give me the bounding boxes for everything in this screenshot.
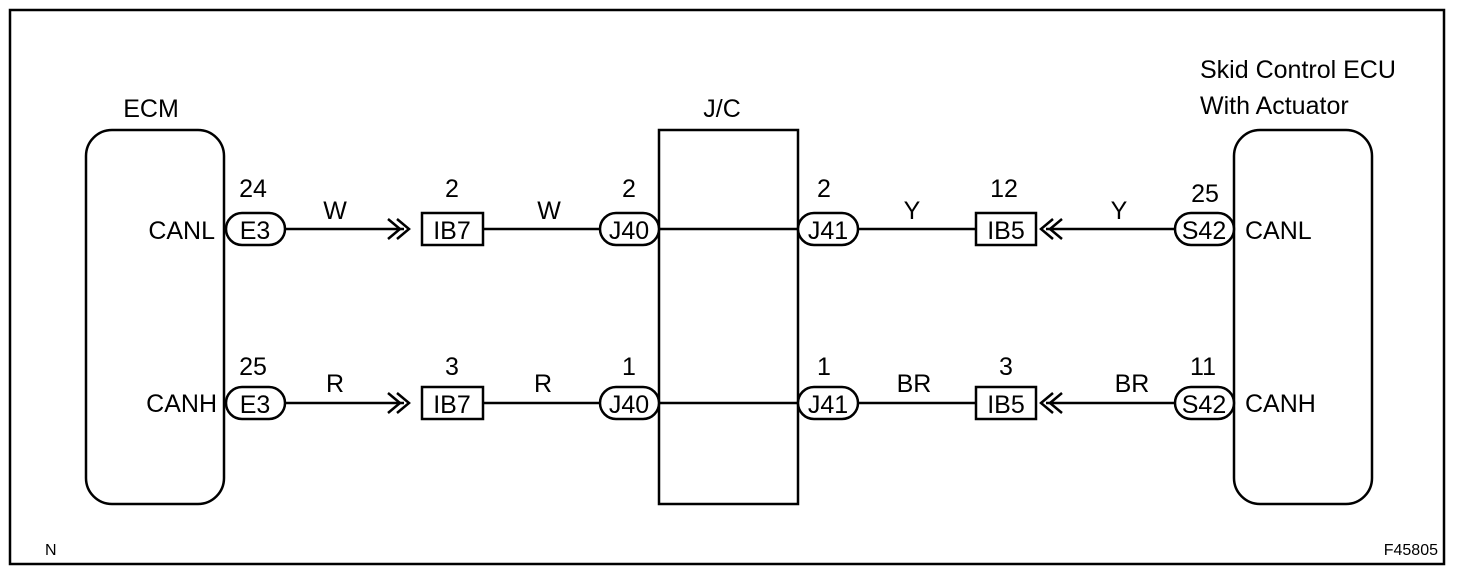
top-j41-connector: [796, 211, 860, 247]
bottom-j40-label: J40: [609, 391, 649, 419]
ecm-canh-label: CANH: [146, 390, 217, 418]
bottom-circuit: E3 25 R IB7 3 R J40 1 J41 1 BR IB5 3 BR …: [224, 353, 1236, 421]
top-j40-label: J40: [609, 217, 649, 245]
bottom-skid-s42-label: S42: [1182, 391, 1226, 419]
top-skid-s42-label: S42: [1182, 217, 1226, 245]
bottom-ecm-e3-connector: [224, 385, 287, 421]
top-ib5-label: IB5: [987, 217, 1025, 245]
skid-canl-label: CANL: [1245, 217, 1312, 245]
ecm-body: [84, 128, 226, 506]
top-ecm-pin: 24: [239, 175, 267, 203]
jc-body: [657, 128, 800, 506]
bottom-ib7-connector: [420, 385, 485, 421]
bottom-ib5-label: IB5: [987, 391, 1025, 419]
bottom-ecm-e3-label: E3: [240, 391, 271, 419]
bottom-ib7-label: IB7: [433, 391, 471, 419]
bottom-wire1-color: R: [326, 370, 344, 398]
top-ib7-male-terminal: [387, 218, 411, 240]
bottom-ecm-pin: 25: [239, 353, 267, 381]
top-j40-connector: [598, 211, 661, 247]
top-ib7-connector: [420, 211, 485, 247]
top-ib5-connector: [974, 211, 1038, 247]
top-wire4-color: Y: [1111, 197, 1128, 225]
bottom-wire3-color: BR: [897, 370, 932, 398]
top-skid-s42-connector: [1173, 211, 1236, 247]
bottom-ib5-connector: [974, 385, 1038, 421]
figure-id: F45805: [1384, 542, 1438, 559]
top-circuit: E3 24 W IB7 2 W J40 2 J41 2 Y IB5 12 Y S…: [224, 175, 1236, 247]
bottom-j41-label: J41: [808, 391, 848, 419]
top-wire3-color: Y: [904, 197, 921, 225]
bottom-ib7-pin: 3: [445, 353, 459, 381]
bottom-skid-pin: 11: [1190, 353, 1216, 381]
top-wire2-color: W: [537, 197, 561, 225]
top-ib5-pin: 12: [990, 175, 1018, 203]
bottom-wire2-color: R: [534, 370, 552, 398]
top-ib7-label: IB7: [433, 217, 471, 245]
jc-title: J/C: [703, 95, 741, 123]
top-ecm-e3-connector: [224, 211, 287, 247]
footer-left-mark: N: [45, 542, 57, 559]
top-j41-pin: 2: [817, 175, 831, 203]
top-wire1-color: W: [323, 197, 347, 225]
skid-ecu-title-line1: Skid Control ECU: [1200, 56, 1396, 84]
bottom-ib7-male-terminal: [387, 392, 411, 414]
bottom-j41-pin: 1: [817, 353, 831, 381]
top-skid-pin: 25: [1191, 180, 1219, 208]
skid-ecu-body: [1232, 128, 1374, 506]
skid-ecu-title-line2: With Actuator: [1200, 92, 1349, 120]
bottom-j40-connector: [598, 385, 661, 421]
top-j40-pin: 2: [622, 175, 636, 203]
bottom-j40-pin: 1: [622, 353, 636, 381]
top-j41-label: J41: [808, 217, 848, 245]
skid-canh-label: CANH: [1245, 390, 1316, 418]
top-ib7-pin: 2: [445, 175, 459, 203]
ecm-title: ECM: [123, 95, 179, 123]
bottom-ib5-pin: 3: [999, 353, 1013, 381]
top-ecm-e3-label: E3: [240, 217, 271, 245]
bottom-wire4-color: BR: [1115, 370, 1150, 398]
bottom-skid-s42-connector: [1173, 385, 1236, 421]
bottom-j41-connector: [796, 385, 860, 421]
ecm-canl-label: CANL: [148, 217, 215, 245]
